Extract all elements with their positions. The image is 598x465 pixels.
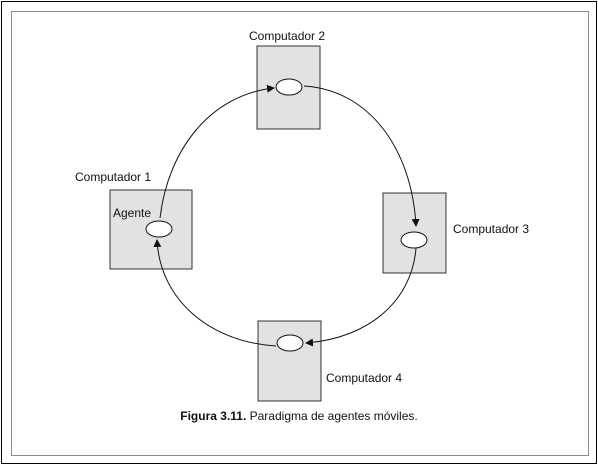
edge-c3-to-c4-arrow [305, 247, 417, 347]
computer-3-label: Computador 3 [453, 222, 529, 236]
agent-label: Agente [113, 206, 151, 220]
computer-3-node [382, 192, 447, 274]
computer-1-process-ellipse [145, 220, 173, 238]
computer-2-label: Computador 2 [249, 29, 325, 43]
computer-4-box [257, 320, 322, 402]
edge-c4-to-c1-arrow [153, 239, 277, 347]
computer-4-node [257, 320, 322, 402]
computer-3-process-ellipse [400, 231, 428, 249]
edge-c2-to-c3-arrow [303, 85, 420, 227]
figure-caption-text: Paradigma de agentes móviles. [246, 409, 418, 423]
computer-1-node [109, 189, 193, 270]
computer-4-label: Computador 4 [326, 371, 402, 385]
computer-2-node [256, 45, 321, 130]
computer-1-label: Computador 1 [75, 170, 151, 184]
edge-c1-to-c2-arrow [159, 84, 275, 219]
figure-caption: Figura 3.11. Paradigma de agentes móvile… [0, 409, 598, 423]
computer-4-process-ellipse [276, 334, 304, 352]
figure-caption-number: Figura 3.11. [180, 409, 247, 423]
computer-2-process-ellipse [275, 78, 303, 96]
